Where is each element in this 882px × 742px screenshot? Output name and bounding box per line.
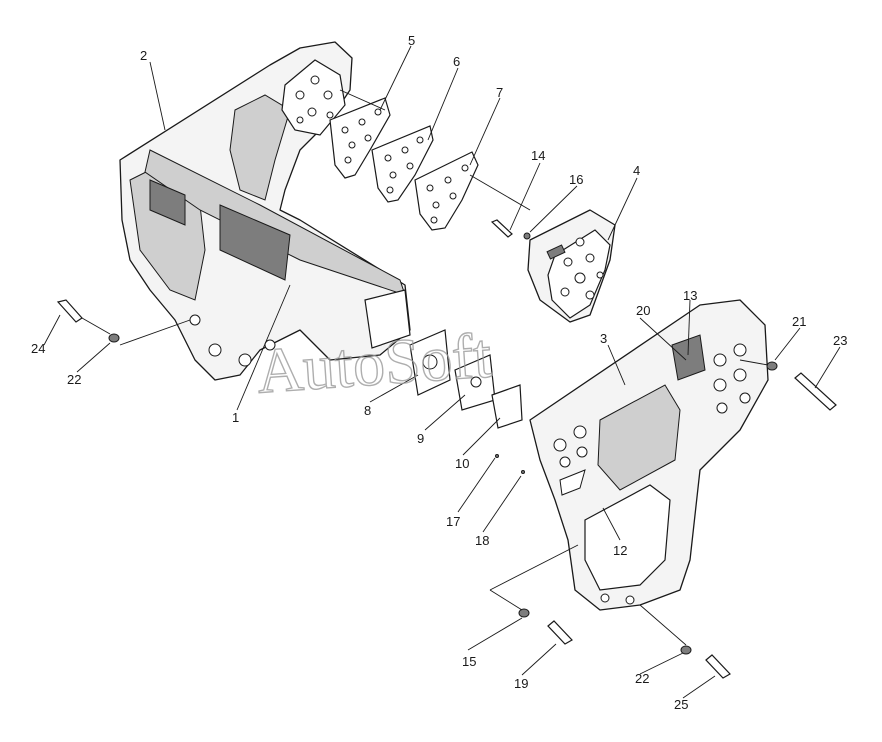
pin-14: [490, 219, 513, 238]
plate-5: [329, 97, 391, 179]
callout-labels: 2 1 3 4 5 6 7 8 9 10 12 13 14 15 16 17 1…: [31, 33, 847, 712]
pin-18: [521, 470, 525, 474]
callout-14: 14: [531, 148, 545, 163]
small-plates-8-9-10: [409, 329, 523, 429]
callout-8: 8: [364, 403, 371, 418]
callout-10: 10: [455, 456, 469, 471]
left-frame-end-bracket: [364, 289, 411, 349]
callout-15: 15: [462, 654, 476, 669]
callout-24: 24: [31, 341, 45, 356]
ball-16: [523, 232, 531, 240]
callout-2: 2: [140, 48, 147, 63]
callout-19: 19: [514, 676, 528, 691]
left-frame-window: [149, 179, 186, 226]
mount-hole: [238, 353, 252, 367]
hole: [310, 75, 320, 85]
plate-7: [414, 151, 479, 231]
hole: [323, 90, 333, 100]
mount-hole: [189, 314, 201, 326]
bolt-24: [56, 299, 83, 323]
hole: [326, 111, 334, 119]
pin-17: [495, 454, 499, 458]
callout-16: 16: [569, 172, 583, 187]
box-beam-recess: [219, 204, 291, 281]
bolt-25: [705, 654, 731, 679]
callout-22-left: 22: [67, 372, 81, 387]
left-frame-inner-web: [229, 94, 291, 201]
plate-6: [371, 125, 434, 203]
right-bracket-3: [529, 299, 769, 611]
callout-7: 7: [496, 85, 503, 100]
callout-9: 9: [417, 431, 424, 446]
callout-21: 21: [792, 314, 806, 329]
callout-18: 18: [475, 533, 489, 548]
fasteners: [56, 219, 837, 679]
callout-22-right: 22: [635, 671, 649, 686]
nut-22-left: [108, 333, 120, 343]
hole: [295, 90, 305, 100]
bolt-23: [794, 372, 837, 411]
callout-23: 23: [833, 333, 847, 348]
bolt-19: [547, 620, 573, 645]
callout-6: 6: [453, 54, 460, 69]
left-frame-assembly: [119, 41, 411, 381]
callout-17: 17: [446, 514, 460, 529]
callout-13: 13: [683, 288, 697, 303]
callout-5: 5: [408, 33, 415, 48]
callout-20: 20: [636, 303, 650, 318]
pad-block-4: [527, 209, 616, 323]
mount-hole: [208, 343, 222, 357]
callout-25: 25: [674, 697, 688, 712]
callout-1: 1: [232, 410, 239, 425]
watermark-text: AutoSoft: [254, 319, 493, 406]
nut-22-right: [680, 645, 692, 655]
leader-lines: [43, 45, 841, 699]
hole: [307, 107, 317, 117]
callout-4: 4: [633, 163, 640, 178]
box-beam-top: [144, 149, 406, 296]
callout-3: 3: [600, 331, 607, 346]
hole: [296, 116, 304, 124]
callout-12: 12: [613, 543, 627, 558]
nut-15: [518, 608, 530, 618]
washer-21: [766, 361, 778, 371]
